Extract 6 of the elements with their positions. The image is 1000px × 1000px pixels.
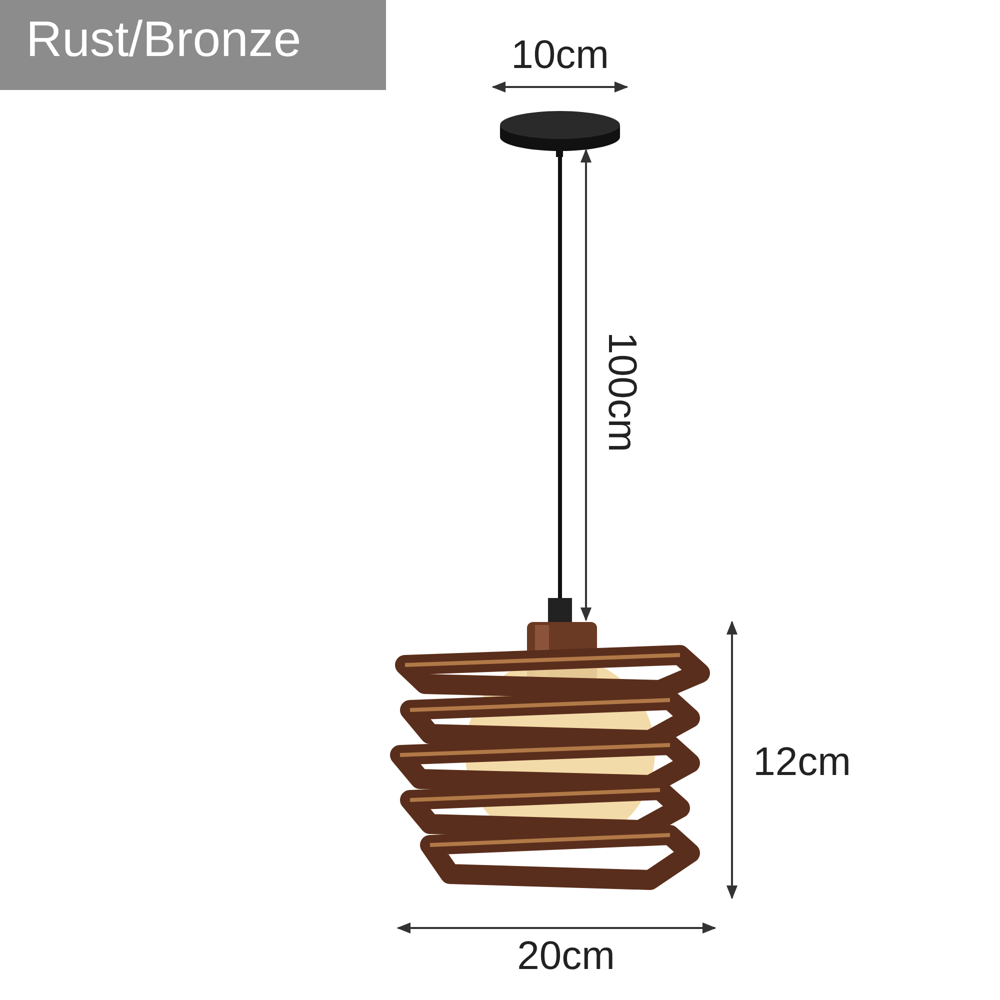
dimension-label: 100cm bbox=[602, 332, 642, 452]
label-banner bbox=[0, 0, 386, 90]
dimension-label: 12cm bbox=[753, 742, 851, 782]
dimension-label: 20cm bbox=[517, 936, 615, 976]
dimension-label: 10cm bbox=[511, 35, 609, 75]
color-name: Rust/Bronze bbox=[26, 11, 302, 67]
